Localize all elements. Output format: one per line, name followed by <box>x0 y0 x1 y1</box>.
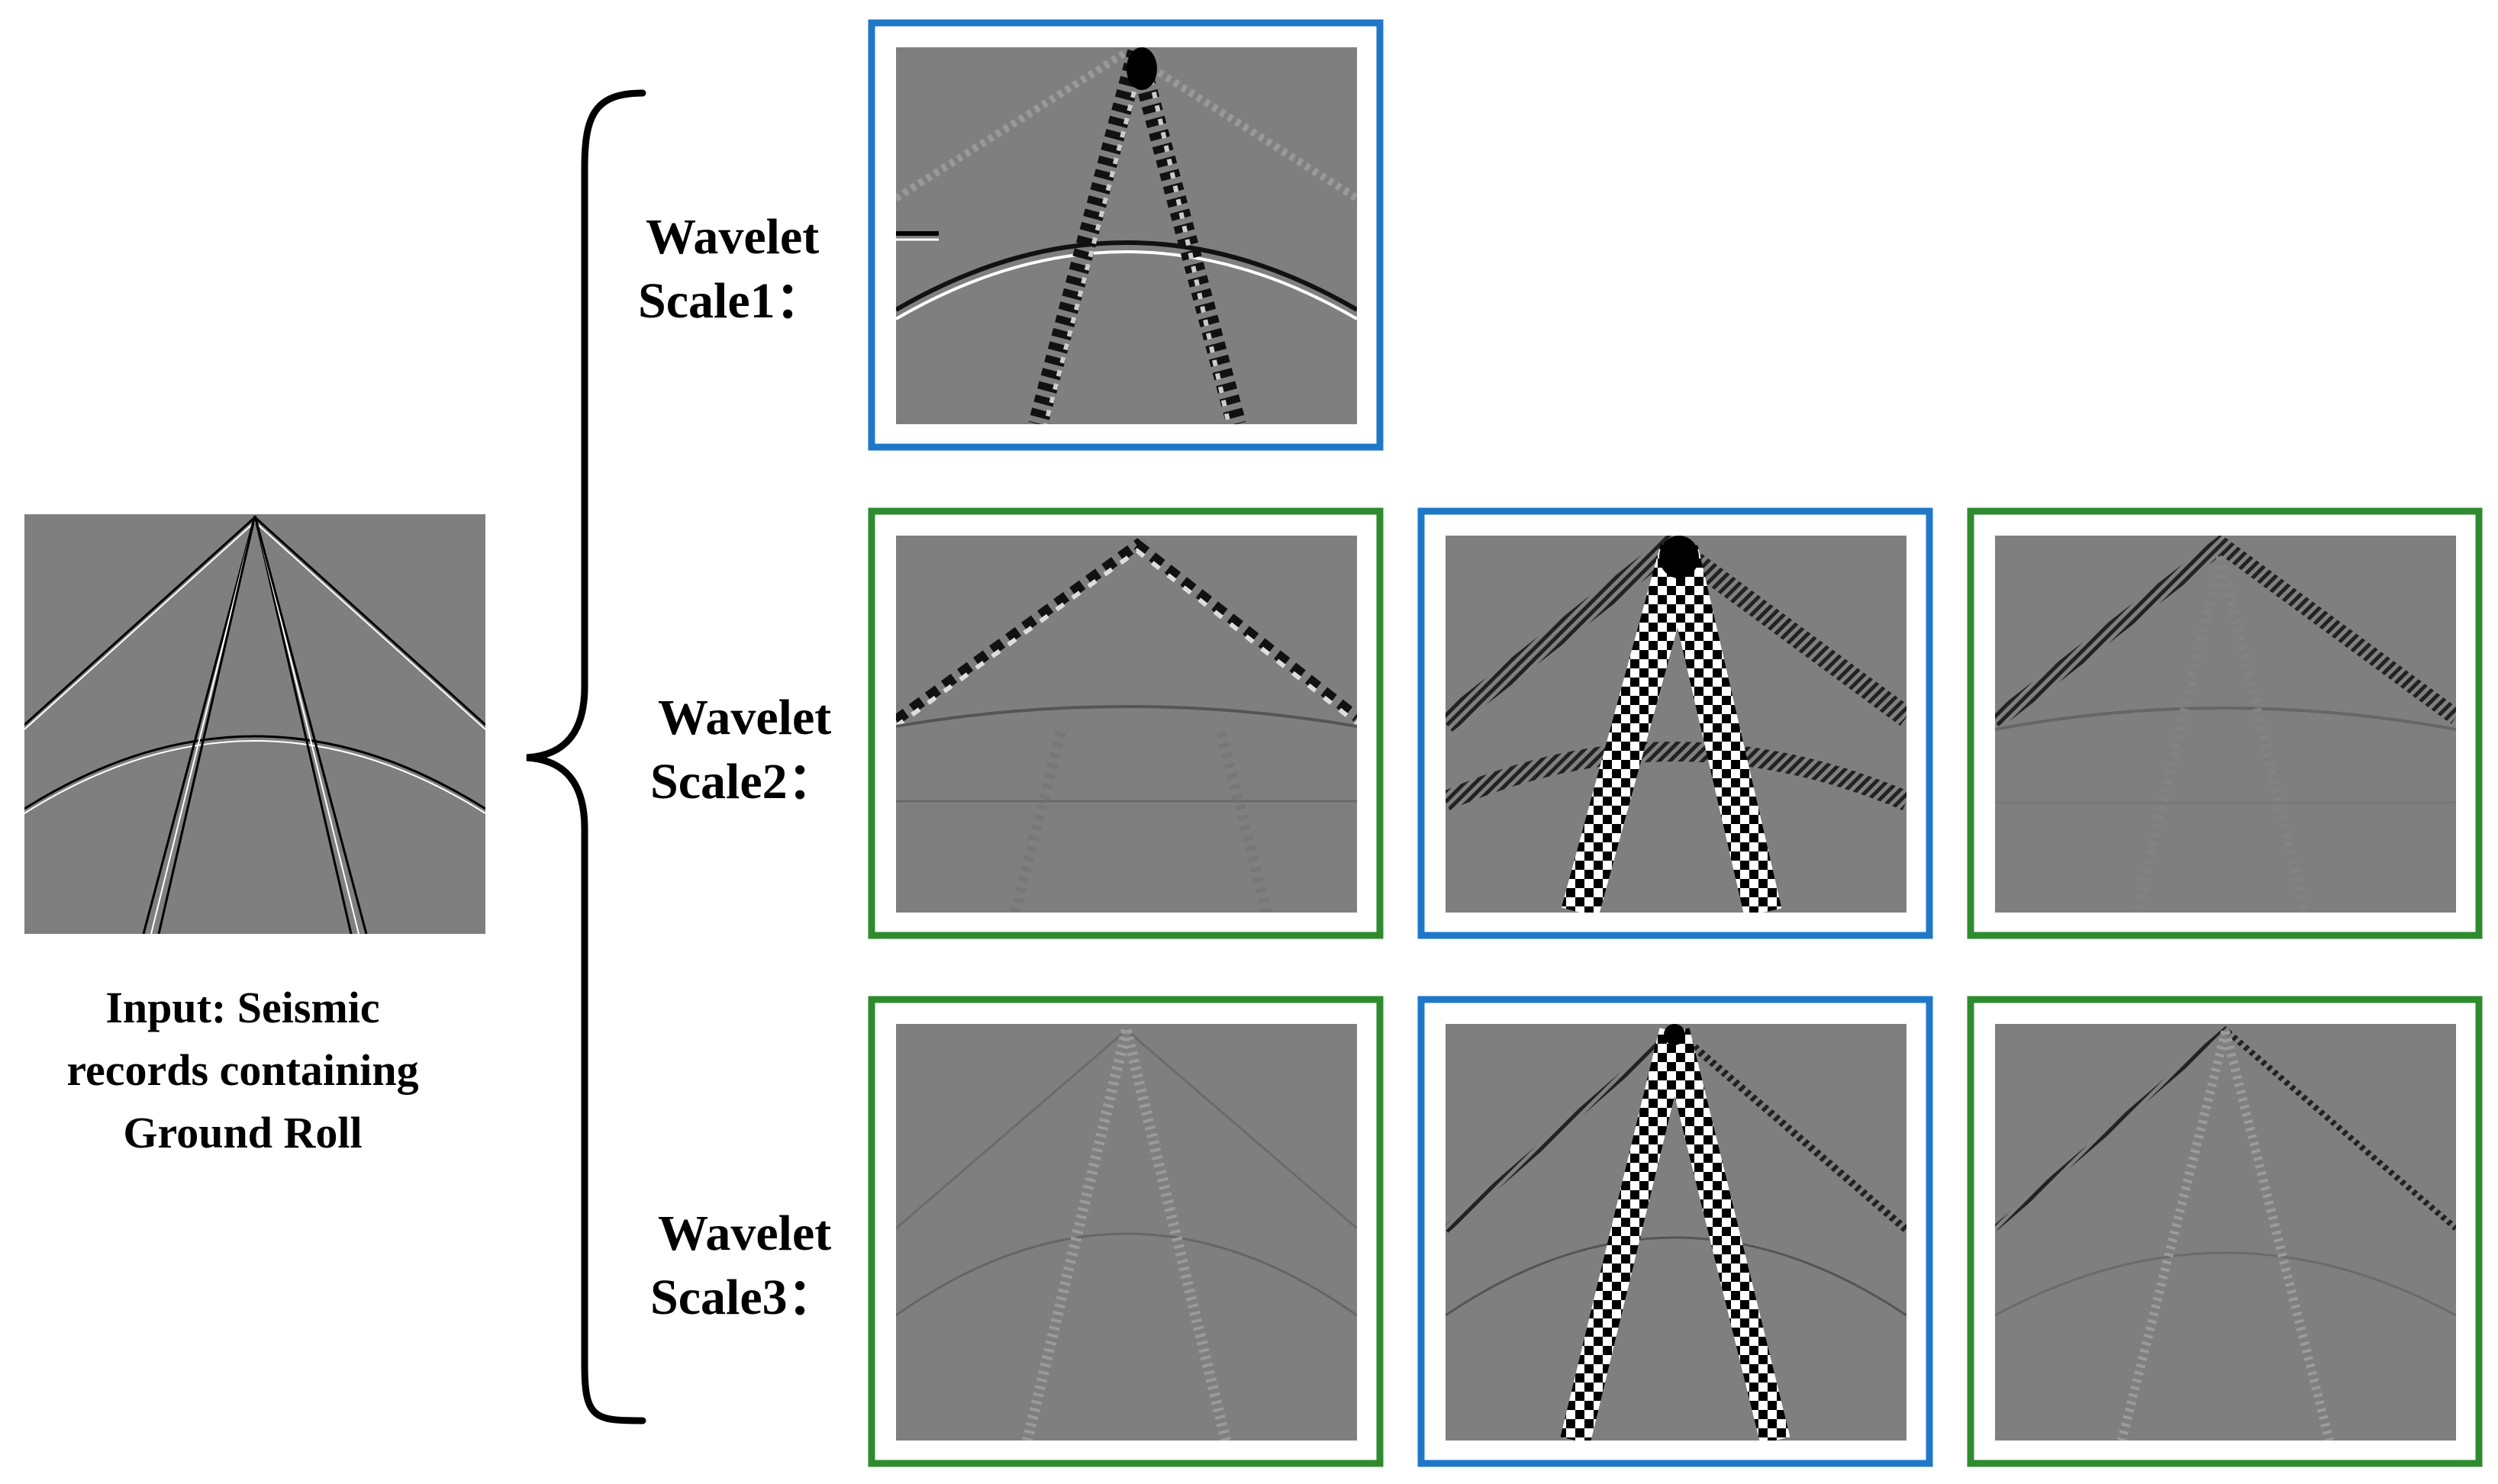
input-caption-line3: Ground Roll <box>123 1108 362 1157</box>
input-seismic-panel <box>24 514 485 934</box>
scale3-label-line1: Wavelet <box>658 1206 831 1261</box>
scale1-label-line2: Scale1： <box>638 273 826 329</box>
scale3-panel-right-green <box>1967 996 2483 1467</box>
scale2-panel-middle-blue <box>1417 507 1933 939</box>
input-caption-line1: Input: Seismic <box>105 983 379 1032</box>
scale1-label-line1: Wavelet <box>646 209 819 265</box>
scale3-panel-left-green <box>868 996 1384 1467</box>
scale1-panel-blue <box>868 19 1384 451</box>
scale2-panel-left-green <box>868 507 1384 939</box>
scale3-label-line2: Scale3： <box>650 1270 838 1325</box>
input-caption-line2: records containing <box>66 1045 418 1095</box>
scale2-label-line1: Wavelet <box>658 690 831 745</box>
scale2-panel-right-green <box>1967 507 2483 939</box>
scale2-label-line2: Scale2： <box>650 754 838 810</box>
curly-brace <box>526 89 646 1424</box>
scale3-panel-middle-blue <box>1417 996 1933 1467</box>
